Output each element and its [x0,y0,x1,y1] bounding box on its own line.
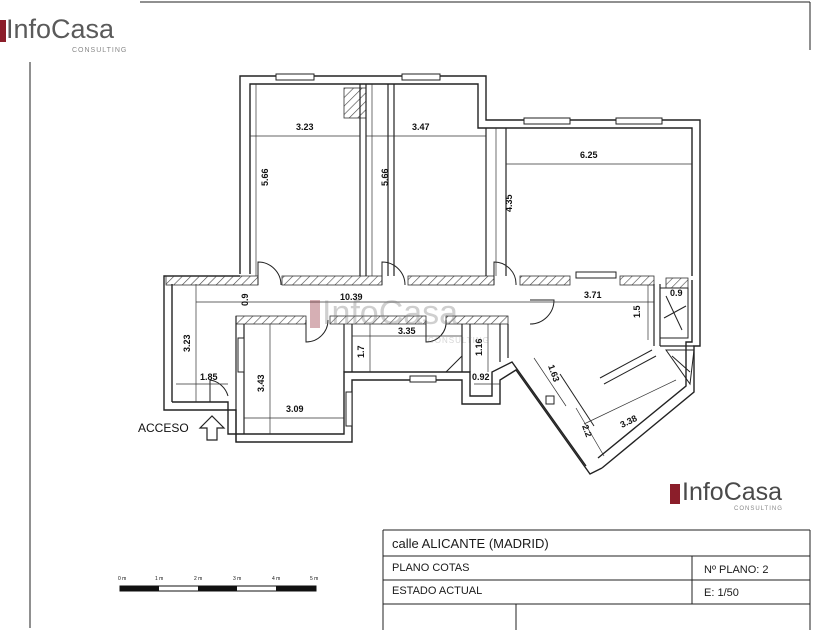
dim-kitchen-depth: 1.7 [356,345,366,358]
dimension-labels: 3.23 3.47 6.25 5.66 5.66 4.35 10.39 0.9 … [182,122,683,438]
watermark-tagline: CONSULTING [428,336,490,345]
title-status: ESTADO ACTUAL [392,585,483,597]
scale-tick-1: 1 m [155,576,163,582]
brand-wordmark-bottom: InfoCasa [682,478,783,506]
title-plan-type: PLANO COTAS [392,562,470,574]
dim-living-depth: 1.5 [632,305,642,318]
logo-mark-icon [310,300,320,328]
floor-plan [163,73,701,475]
dim-bath-height: 1.16 [474,338,484,356]
dim-room1-width: 3.23 [296,122,314,132]
dim-terrace-width: 0.9 [670,288,683,298]
dim-hall-height: 3.23 [182,334,192,352]
scale-tick-4: 4 m [272,576,280,582]
title-plan-number: Nº PLANO: 2 [704,564,769,576]
scale-tick-3: 3 m [233,576,241,582]
interior-walls [235,84,694,442]
dim-room3-width: 6.25 [580,150,598,160]
entrance-label: ACCESO [138,421,189,435]
title-scale: E: 1/50 [704,587,739,599]
dim-room1-height: 5.66 [260,168,270,186]
brand-tagline-bottom: CONSULTING [734,506,783,512]
brand-tagline: CONSULTING [72,47,128,54]
logo-mark-icon [0,20,6,42]
entrance-arrow-icon [198,415,226,441]
windows [237,73,663,427]
scale-bar: 0 m 1 m 2 m 3 m 4 m 5 m [118,576,318,592]
scale-tick-0: 0 m [118,576,126,582]
dim-corridor-width: 0.9 [240,293,250,306]
dim-bath-width: 0.92 [472,372,490,382]
dim-room2-width: 3.47 [412,122,430,132]
sheet-frame [29,1,811,628]
title-block [382,529,811,630]
dim-room4-width: 3.09 [286,404,304,414]
title-address: calle ALICANTE (MADRID) [392,536,549,551]
brand-wordmark: InfoCasa [6,14,115,44]
dim-corridor-length: 10.39 [340,292,363,302]
dim-hall-width: 1.85 [200,372,218,382]
doors [209,261,555,402]
dimension-lines [176,84,692,457]
dim-room2-height: 5.66 [380,168,390,186]
watermark-wordmark: InfoCasa [322,294,459,332]
dim-room4-height: 3.43 [256,374,266,392]
dim-room3-height: 4.35 [504,194,514,212]
dim-living-width: 3.71 [584,290,602,300]
dim-kitchen-width: 3.35 [398,326,416,336]
dim-diag-b: 2.2 [580,423,594,438]
fixtures [545,287,695,427]
scale-tick-5: 5 m [310,576,318,582]
logo-mark-icon [670,484,680,504]
entrance: ACCESO [138,415,226,441]
scale-tick-2: 2 m [194,576,202,582]
